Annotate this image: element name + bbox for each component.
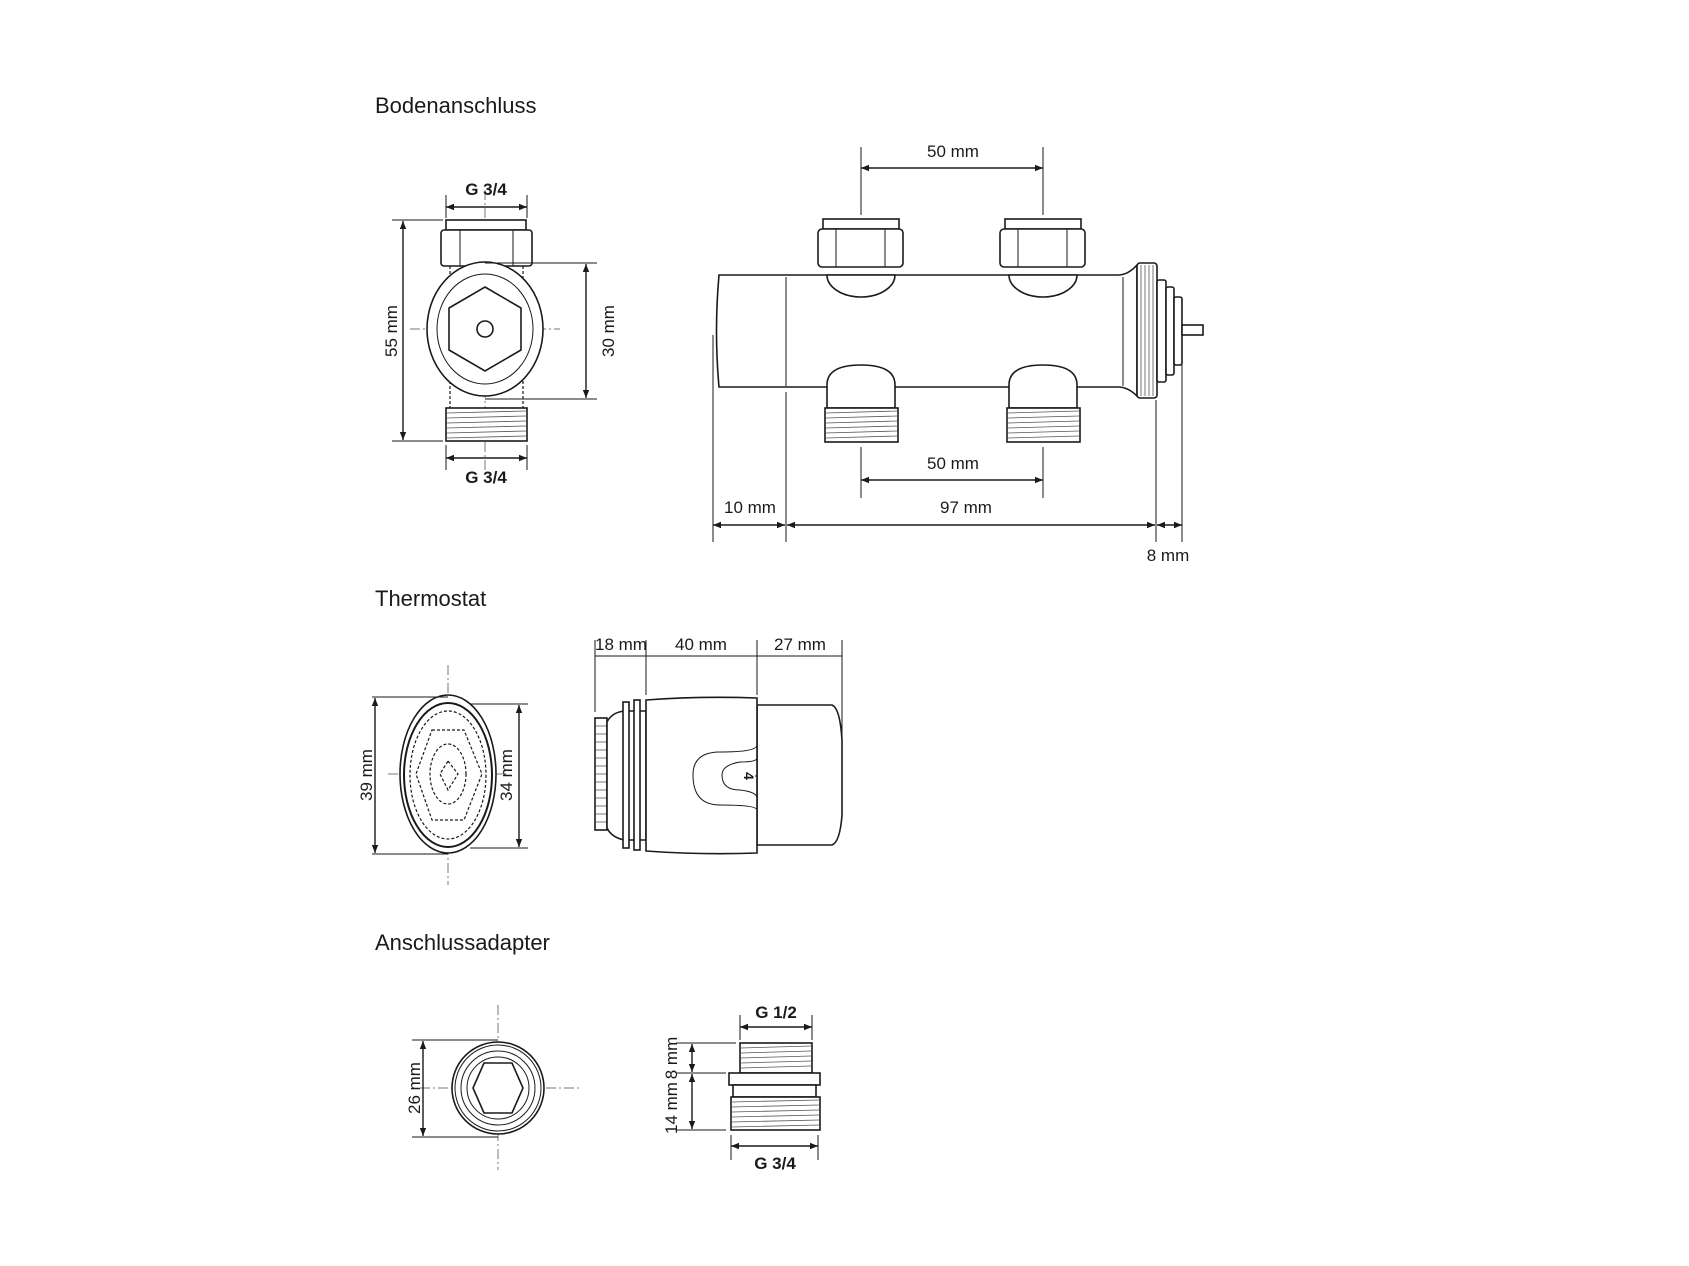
front-top-thread-label: G 3/4 xyxy=(465,180,507,199)
section-title-floor-connection: Bodenanschluss xyxy=(375,93,536,118)
thermostat-front-view xyxy=(371,665,528,885)
thermostat-side-view: 4 xyxy=(594,640,843,855)
left-length-label: 10 mm xyxy=(724,498,776,517)
front-body-height-label: 30 mm xyxy=(599,305,618,357)
thermostat-outer-diameter-label: 39 mm xyxy=(357,749,376,801)
bottom-spacing-label: 50 mm xyxy=(927,454,979,473)
stem-length-label: 8 mm xyxy=(1147,546,1190,565)
adapter-diameter-label: 26 mm xyxy=(405,1062,424,1114)
adapter-front-view xyxy=(412,1005,580,1170)
adapter-top-thread-label: G 1/2 xyxy=(755,1003,797,1022)
section-title-thermostat: Thermostat xyxy=(375,586,486,611)
adapter-bottom-thread-label: G 3/4 xyxy=(754,1154,796,1173)
floor-connection-side-view xyxy=(712,147,1204,542)
thermostat-length-2-label: 40 mm xyxy=(675,635,727,654)
top-spacing-label: 50 mm xyxy=(927,142,979,161)
thermostat-length-3-label: 27 mm xyxy=(774,635,826,654)
thermostat-inner-diameter-label: 34 mm xyxy=(497,749,516,801)
adapter-side-view xyxy=(676,1015,821,1160)
front-height-label: 55 mm xyxy=(382,305,401,357)
thermostat-length-1-label: 18 mm xyxy=(595,635,647,654)
floor-connection-front-view xyxy=(392,190,597,470)
adapter-top-height-label: 8 mm xyxy=(662,1037,681,1080)
adapter-bottom-height-label: 14 mm xyxy=(662,1082,681,1134)
body-length-label: 97 mm xyxy=(940,498,992,517)
section-title-adapter: Anschlussadapter xyxy=(375,930,550,955)
thermostat-scale-mark: 4 xyxy=(741,772,757,780)
front-bottom-thread-label: G 3/4 xyxy=(465,468,507,487)
